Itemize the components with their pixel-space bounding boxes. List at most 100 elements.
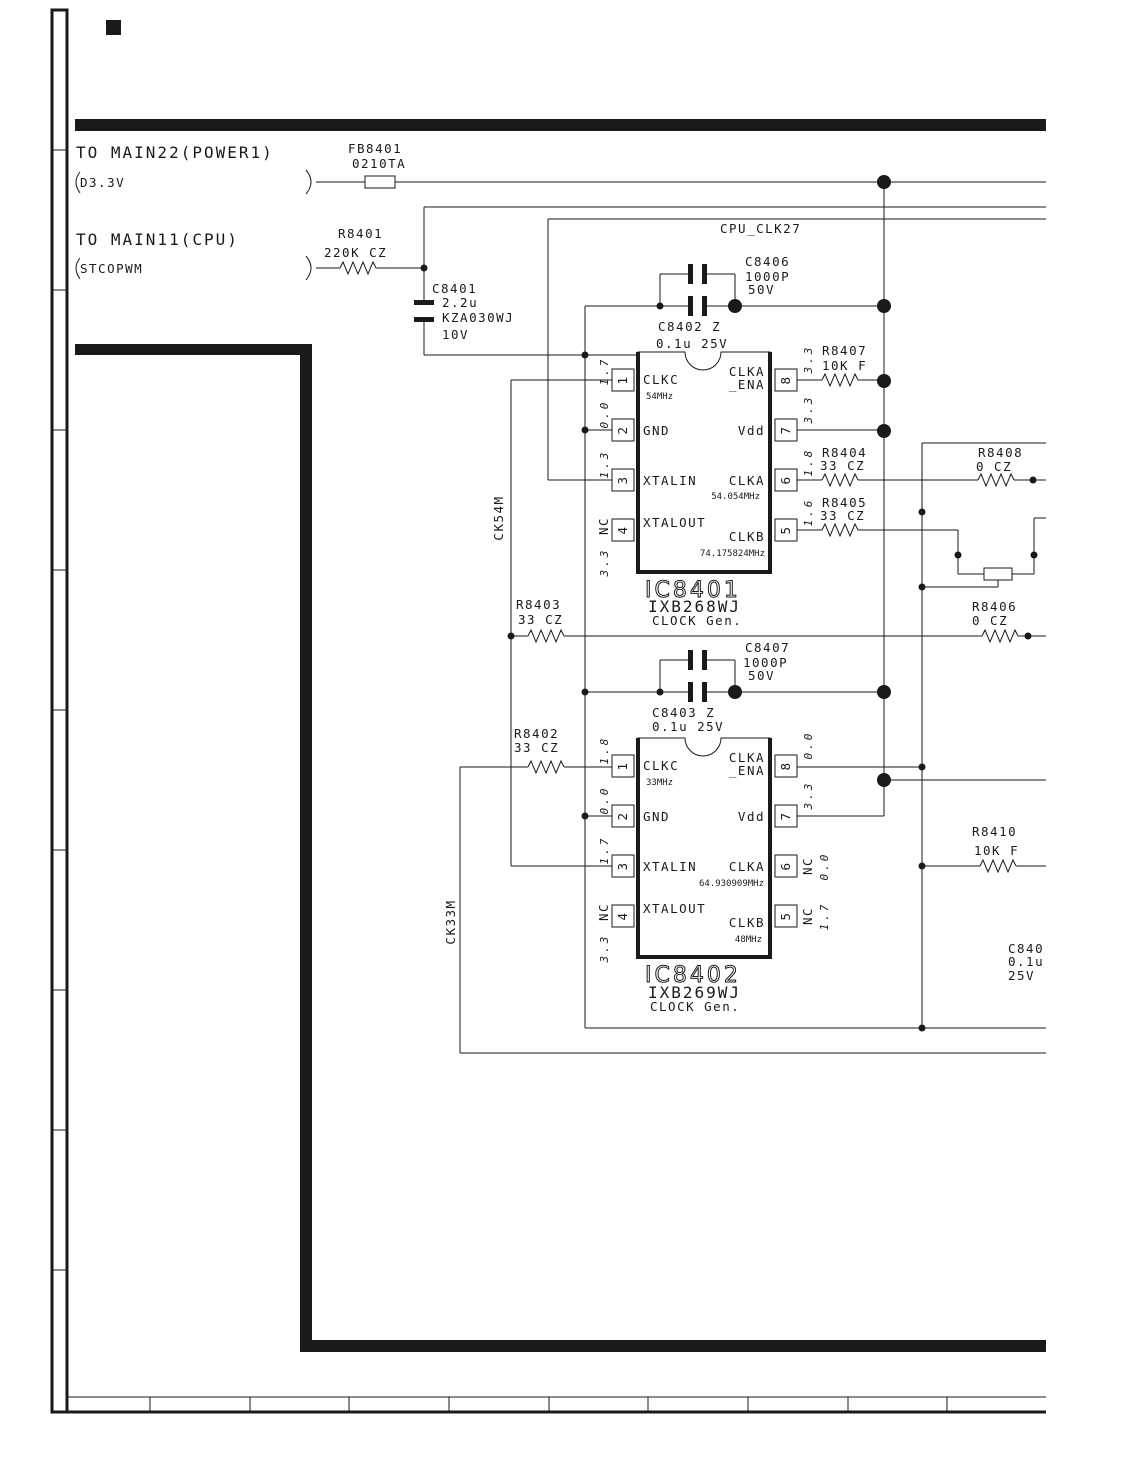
ic8402-pin2-name: GND	[643, 809, 670, 824]
c8401-value: 2.2u	[442, 295, 478, 310]
ic8402-pin6-number: 6	[778, 861, 793, 870]
ic8401-ref: IC8401	[645, 578, 741, 603]
r8401-resistor	[339, 260, 377, 276]
ic8401-pin3-name: XTALIN	[643, 473, 697, 488]
ic8402-pin3-number: 3	[615, 861, 630, 870]
ic8402-pin6-voltage: 0.0	[818, 852, 831, 881]
ic8402-pin6-nc: NC	[800, 857, 815, 875]
r8410-value: 10K F	[974, 843, 1019, 858]
net-ck33m-label: CK33M	[443, 899, 458, 944]
r8406-resistor	[981, 628, 1019, 644]
ic8402-pin1-voltage: 1.8	[598, 736, 611, 765]
ic8402-wiring: R8402 33 CZ CK33M	[443, 726, 1046, 1054]
ic8401-decoupling: C8406 1000P 50V C8402 Z 0.1u 25V	[584, 254, 884, 1028]
ic8402-pin5-number: 5	[778, 911, 793, 920]
ic8401-pin2-voltage: 0.0	[598, 400, 611, 429]
ic8402-pin3-voltage: 1.7	[598, 836, 611, 865]
connector-power-signal: D3.3V	[80, 175, 125, 190]
ic8401-pin1-freq: 54MHz	[646, 392, 673, 402]
ic8402-ref: IC8402	[645, 963, 741, 988]
ic8402-pin2-voltage: 0.0	[598, 786, 611, 815]
ic8401-pin6-freq: 54.054MHz	[711, 492, 760, 502]
ic8401-pin1-number: 1	[615, 375, 630, 384]
ic8401-pin6-number: 6	[778, 475, 793, 484]
ic8402-pin5-name: CLKB	[729, 915, 765, 930]
r8404-resistor	[821, 472, 859, 488]
ic8402-pin7-voltage: 3.3	[802, 781, 815, 811]
ic8402-pin8-name: CLKA	[729, 750, 765, 765]
ic8401-pin8-voltage: 3.3	[802, 345, 815, 375]
board-outline	[75, 119, 1046, 1352]
ic8401-pin7-name: Vdd	[738, 423, 765, 438]
connector-cpu-title: TO MAIN11(CPU)	[76, 230, 239, 249]
r8403-value: 33 CZ	[518, 612, 563, 627]
ic8402-pin1-freq: 33MHz	[646, 778, 673, 788]
ic8401-pin4-number: 4	[615, 525, 630, 534]
ic8402-pin1-name: CLKC	[643, 758, 679, 773]
ic8402-pin6-freq: 64.930909MHz	[699, 879, 764, 889]
r8403-ref: R8403	[516, 597, 561, 612]
ic8402-pin4-number: 4	[615, 911, 630, 920]
c840x-ref: C840	[1008, 941, 1044, 956]
r8408-ref: R8408	[978, 445, 1023, 460]
r8405-ref: R8405	[822, 495, 867, 510]
connector-power-title: TO MAIN22(POWER1)	[76, 143, 274, 162]
ic8402-pin4-nc: NC	[596, 903, 611, 921]
r8405-value: 33 CZ	[820, 508, 865, 523]
c840x-rating: 25V	[1008, 968, 1035, 983]
ic8402-pin8-number: 8	[778, 761, 793, 770]
ic8401-pin1-voltage: 1.7	[598, 357, 611, 386]
r8406-ref: R8406	[972, 599, 1017, 614]
ic8402-pin6-name: CLKA	[729, 859, 765, 874]
net-cpu-clk27-label: CPU_CLK27	[720, 221, 801, 236]
c8401-plate-top	[414, 300, 434, 305]
ic8401-pin8-name-ena: _ENA	[729, 377, 765, 392]
r8402-resistor	[527, 759, 565, 775]
c8403-value: 0.1u 25V	[652, 719, 724, 734]
sheet-frame	[50, 8, 1046, 1414]
c8401-plate-bottom	[414, 317, 434, 322]
r8401-ref: R8401	[338, 226, 383, 241]
c8401-ref: C8401	[432, 281, 477, 296]
r8404-value: 33 CZ	[820, 458, 865, 473]
cpu-input-filter: R8401 220K CZ C8401 2.2u KZA030WJ 10V	[316, 206, 1046, 356]
ic8402-pin3-name: XTALIN	[643, 859, 697, 874]
ic8402-pin5-freq: 48MHz	[735, 935, 762, 945]
r8408-resistor	[977, 472, 1015, 488]
r8406-value: 0 CZ	[972, 613, 1008, 628]
c8401-rating: 10V	[442, 327, 469, 342]
c8402-value: 0.1u 25V	[656, 336, 728, 351]
ic8401-pin7-voltage: 3.3	[802, 395, 815, 425]
c8406-ref: C8406	[745, 254, 790, 269]
ic8401-pin7-number: 7	[778, 425, 793, 434]
ic8401-pin4-voltage: 3.3	[598, 548, 611, 578]
ic8402-pin8-name-ena: _ENA	[729, 763, 765, 778]
fb8401-value: 0210TA	[352, 156, 406, 171]
ic8401-pin5-freq: 74.175824MHz	[700, 549, 765, 559]
c8407-rating: 50V	[748, 668, 775, 683]
section-marker-square	[106, 20, 121, 35]
power-rail: FB8401 0210TA	[316, 141, 1046, 816]
r8405-resistor	[821, 522, 859, 538]
ic8401-pin6-name: CLKA	[729, 473, 765, 488]
ic8402-pin4-voltage: 3.3	[598, 934, 611, 964]
ic8401-pin4-nc: NC	[596, 517, 611, 535]
ic8401-pin3-voltage: 1.3	[598, 450, 611, 479]
ic8401-part: IXB268WJ	[648, 597, 741, 616]
connector-cpu: TO MAIN11(CPU) STCOPWM	[75, 230, 312, 281]
ic8401: 1 2 3 4 5 6 7 8 CLKC 54MHz GND XTALIN XT…	[596, 345, 815, 628]
ic8401-wiring: CK54M R8407 10K F R8404 33 CZ R8405 33 C…	[491, 343, 978, 866]
r8401-value: 220K CZ	[324, 245, 387, 260]
ic8401-pin2-name: GND	[643, 423, 670, 438]
ic8401-pin5-voltage: 1.6	[802, 498, 815, 527]
r8402-value: 33 CZ	[514, 740, 559, 755]
r8404-ref: R8404	[822, 445, 867, 460]
ic8402-pin5-voltage: 1.7	[818, 902, 831, 931]
ic8401-pin3-number: 3	[615, 475, 630, 484]
right-network: R8408 0 CZ R8403 33 CZ R8406 0 CZ R8410 …	[507, 442, 1046, 1032]
frame-ticks-bottom	[149, 1397, 948, 1412]
c840x-value: 0.1u	[1008, 954, 1044, 969]
c8403-ref: C8403 Z	[652, 705, 715, 720]
